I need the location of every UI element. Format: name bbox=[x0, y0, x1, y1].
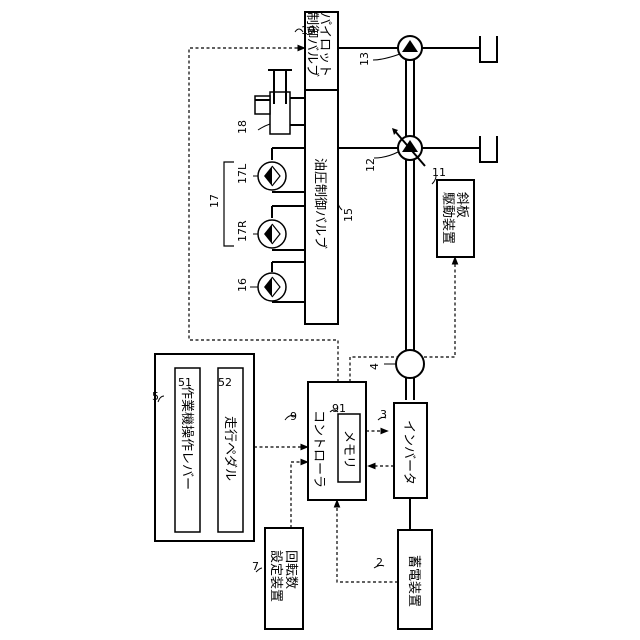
cylinder-18 bbox=[255, 70, 292, 134]
ref-17R: 17R bbox=[236, 220, 249, 242]
swash-plate-drive-device: 斜板 駆動装置 bbox=[437, 180, 474, 257]
ref-2: 2 bbox=[376, 556, 383, 569]
ref-18: 18 bbox=[236, 120, 249, 134]
battery: 蓄電装置 bbox=[398, 530, 432, 629]
tank-symbols bbox=[480, 36, 497, 162]
controller-label: コントローラ bbox=[311, 410, 326, 488]
solid-connections bbox=[272, 48, 480, 530]
rpm-setting-device: 回転数 設定装置 bbox=[265, 528, 303, 629]
travel-pedal-label: 走行ペダル bbox=[222, 416, 237, 481]
rpm-setting-line1: 回転数 bbox=[283, 550, 298, 589]
ref-9: 9 bbox=[290, 410, 297, 423]
ref-91: 91 bbox=[332, 402, 346, 415]
ref-17: 17 bbox=[208, 194, 221, 208]
ref-13: 13 bbox=[358, 52, 371, 66]
ref-4: 4 bbox=[368, 363, 381, 370]
ref-7: 7 bbox=[252, 560, 259, 573]
operation-unit: 作業機操作レバー 走行ペダル bbox=[155, 354, 254, 541]
pilot-valve-line2: 制御バルブ bbox=[304, 12, 320, 77]
rpm-setting-line2: 設定装置 bbox=[268, 550, 284, 602]
controller: コントローラ メモリ bbox=[308, 382, 366, 500]
swash-device-line1: 斜板 bbox=[454, 192, 469, 218]
ref-12: 12 bbox=[364, 158, 377, 172]
motor-17R bbox=[258, 220, 286, 248]
ref-17L: 17L bbox=[236, 163, 249, 184]
ref-3: 3 bbox=[380, 408, 387, 421]
motor-17L bbox=[258, 162, 286, 190]
inverter: インバータ bbox=[394, 403, 427, 498]
hydraulic-control-valve: 油圧制御バルブ bbox=[305, 90, 338, 324]
electric-motor-4 bbox=[396, 350, 424, 378]
inverter-label: インバータ bbox=[401, 420, 416, 485]
memory-label: メモリ bbox=[341, 430, 356, 469]
ref-5: 5 bbox=[152, 390, 159, 403]
ref-19: 19 bbox=[301, 24, 315, 37]
ref-15: 15 bbox=[342, 208, 355, 222]
ref-52: 52 bbox=[218, 376, 232, 389]
motor-16 bbox=[258, 273, 286, 301]
ref-11: 11 bbox=[432, 166, 446, 179]
pump-13 bbox=[398, 36, 422, 60]
work-lever-label: 作業機操作レバー bbox=[179, 386, 195, 490]
motor-group-bracket bbox=[224, 162, 234, 246]
ref-51: 51 bbox=[178, 376, 192, 389]
swash-device-line2: 駆動装置 bbox=[440, 192, 455, 244]
ref-16: 16 bbox=[236, 278, 249, 292]
battery-label: 蓄電装置 bbox=[406, 555, 421, 607]
hydraulic-valve-label: 油圧制御バルブ bbox=[312, 158, 328, 249]
